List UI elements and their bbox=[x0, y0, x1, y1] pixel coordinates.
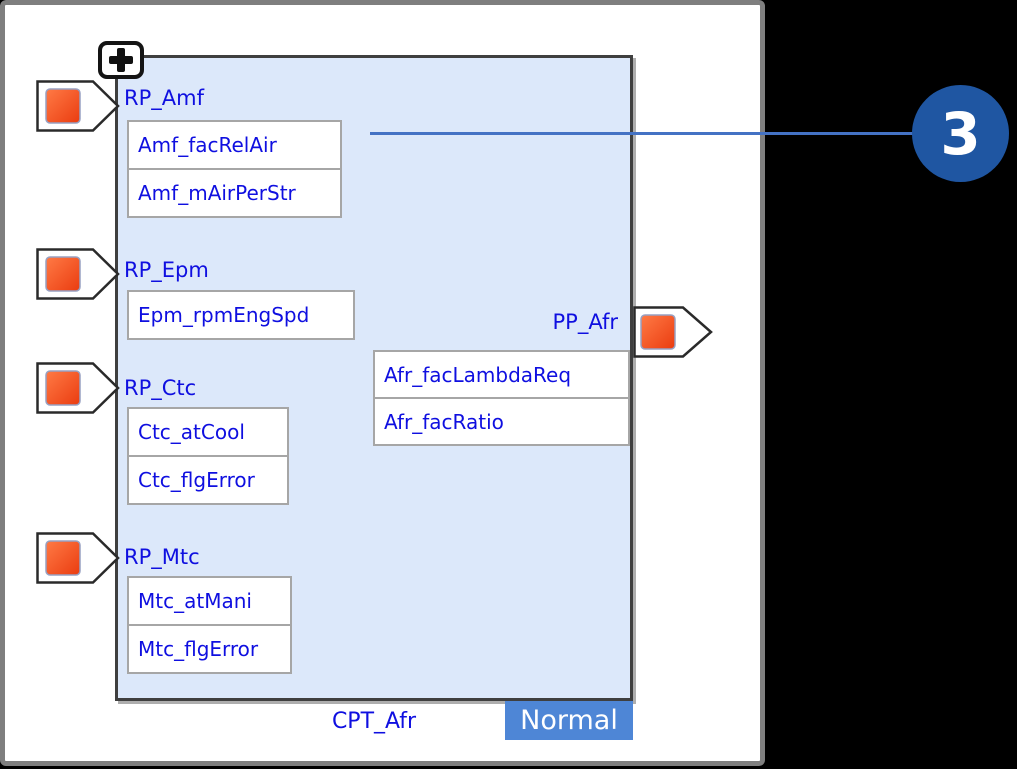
port-marker-pp-afr[interactable] bbox=[633, 306, 713, 358]
component-name-label: CPT_Afr bbox=[331, 709, 417, 734]
element-box[interactable]: Amf_mAirPerStr bbox=[127, 168, 342, 218]
orange-square-icon bbox=[45, 88, 81, 124]
orange-square-icon bbox=[45, 370, 81, 406]
orange-square-icon bbox=[45, 256, 81, 292]
element-box[interactable]: Mtc_flgError bbox=[127, 624, 292, 674]
port-marker-rp-ctc[interactable] bbox=[36, 362, 120, 414]
element-box[interactable]: Amf_facRelAir bbox=[127, 120, 342, 170]
port-marker-rp-epm[interactable] bbox=[36, 248, 120, 300]
plus-icon bbox=[117, 48, 125, 72]
element-box[interactable]: Mtc_atMani bbox=[127, 576, 292, 626]
callout-connector-line bbox=[370, 132, 916, 135]
element-box[interactable]: Ctc_atCool bbox=[127, 407, 289, 457]
port-label-rp-mtc: RP_Mtc bbox=[124, 545, 200, 569]
port-label-rp-ctc: RP_Ctc bbox=[124, 376, 197, 400]
expand-button[interactable] bbox=[98, 41, 144, 79]
element-box[interactable]: Epm_rpmEngSpd bbox=[127, 290, 355, 340]
port-label-rp-amf: RP_Amf bbox=[124, 86, 204, 110]
port-marker-rp-amf[interactable] bbox=[36, 80, 120, 132]
port-label-rp-epm: RP_Epm bbox=[124, 258, 209, 282]
orange-square-icon bbox=[45, 540, 81, 576]
element-box[interactable]: Afr_facRatio bbox=[373, 397, 630, 446]
status-badge: Normal bbox=[505, 701, 633, 740]
port-marker-rp-mtc[interactable] bbox=[36, 532, 120, 584]
orange-square-icon bbox=[640, 314, 676, 350]
element-box[interactable]: Afr_facLambdaReq bbox=[373, 350, 630, 399]
callout-number-circle: 3 bbox=[912, 85, 1009, 182]
element-box[interactable]: Ctc_flgError bbox=[127, 455, 289, 505]
port-label-pp-afr: PP_Afr bbox=[552, 310, 618, 334]
